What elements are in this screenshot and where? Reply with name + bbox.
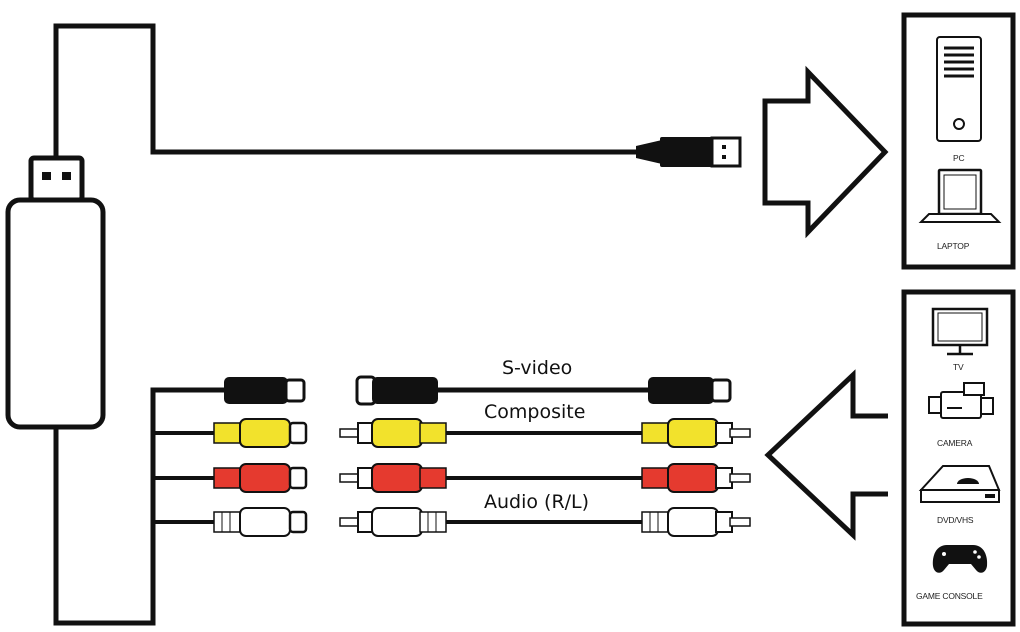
camera-label: CAMERA <box>937 438 973 448</box>
audio-label: Audio (R/L) <box>484 491 589 513</box>
composite-cable <box>339 418 751 448</box>
svideo-cable <box>355 375 732 406</box>
usb-a-plug <box>636 136 742 168</box>
audio-white-cable <box>339 507 751 537</box>
pc-label: PC <box>953 153 964 163</box>
console-label: GAME CONSOLE <box>916 591 983 601</box>
input-arrow <box>764 369 888 541</box>
rca-trunk-cable <box>53 387 226 626</box>
tv-label: TV <box>953 362 964 372</box>
pc-tower-icon <box>936 36 982 142</box>
dvd-player-icon <box>918 465 1001 503</box>
dongle-white-socket <box>213 507 308 537</box>
usb-capture-dongle <box>5 155 106 430</box>
input-devices-box <box>901 289 1016 627</box>
composite-label: Composite <box>484 401 585 423</box>
output-arrow <box>762 65 889 239</box>
laptop-icon <box>918 168 1002 223</box>
dongle-svideo-socket <box>224 377 306 404</box>
dongle-yellow-socket <box>213 418 308 448</box>
tv-icon <box>931 307 989 356</box>
audio-red-cable <box>339 463 751 493</box>
svideo-label: S-video <box>502 357 572 379</box>
dongle-red-socket <box>213 463 308 493</box>
camera-icon <box>928 382 994 419</box>
game-controller-icon <box>932 545 988 573</box>
dvd-label: DVD/VHS <box>937 515 974 525</box>
laptop-label: LAPTOP <box>937 241 970 251</box>
usb-cable <box>53 23 640 198</box>
